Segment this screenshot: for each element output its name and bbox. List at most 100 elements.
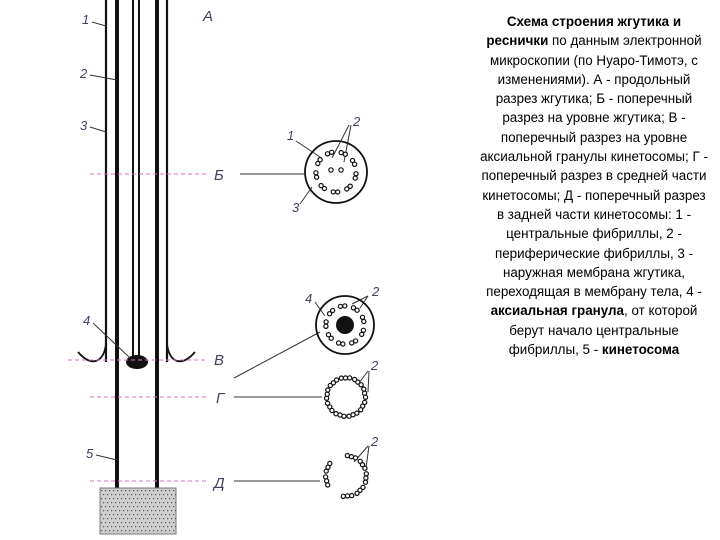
hatch-dot <box>161 506 163 508</box>
caption-term-axial-granule: аксиальная гранула <box>490 303 624 319</box>
hatch-dot <box>159 518 161 520</box>
hatch-dot <box>123 510 125 512</box>
leader-lines <box>89 21 370 482</box>
hatch-dot <box>175 494 177 496</box>
hatch-dot <box>165 514 167 516</box>
hatch-dot <box>149 530 151 532</box>
peripheral-fibril-triplet <box>333 377 340 383</box>
hatch-dot <box>145 530 147 532</box>
hatch-dot <box>171 494 173 496</box>
hatch-dot <box>145 498 147 500</box>
hatch-dot <box>159 526 161 528</box>
peripheral-fibril <box>347 183 353 189</box>
hatch-dot <box>161 530 163 532</box>
peripheral-fibril-triplet <box>340 493 346 499</box>
hatch-dot <box>121 498 123 500</box>
hatch-dot <box>121 506 123 508</box>
hatch-dot <box>169 514 171 516</box>
figure-caption: Схема строения жгутика и реснички по дан… <box>478 12 710 359</box>
peripheral-fibril-triplet <box>361 386 367 392</box>
hatch-dot <box>145 506 147 508</box>
hatch-dot <box>155 526 157 528</box>
hatch-dot <box>107 510 109 512</box>
peripheral-fibril <box>313 170 319 176</box>
hatch-dot <box>129 498 131 500</box>
hatch-dot <box>127 494 129 496</box>
part-number-3: 3 <box>292 200 300 215</box>
hatch-dot <box>109 506 111 508</box>
hatch-dot <box>101 498 103 500</box>
hatch-dot <box>139 526 141 528</box>
hatch-dot <box>117 530 119 532</box>
hatch-dot <box>123 494 125 496</box>
part-number-3: 3 <box>80 118 88 133</box>
hatch-dot <box>153 514 155 516</box>
hatch-dot <box>135 502 137 504</box>
hatch-dot <box>145 490 147 492</box>
hatch-dot <box>113 530 115 532</box>
hatch-dot <box>157 490 159 492</box>
hatch-dot <box>151 494 153 496</box>
part-number-2: 2 <box>352 114 361 129</box>
hatch-dot <box>103 526 105 528</box>
hatch-dot <box>139 494 141 496</box>
hatch-dot <box>141 514 143 516</box>
peripheral-fibril <box>328 335 334 341</box>
hatch-dot <box>119 502 121 504</box>
peripheral-fibril <box>359 314 366 320</box>
hatch-dot <box>141 498 143 500</box>
caption-text-2: , от которой берут начало центральные фи… <box>508 303 698 358</box>
hatch-dot <box>113 498 115 500</box>
hatch-dot <box>175 518 177 520</box>
peripheral-fibril <box>350 305 357 311</box>
hatch-dot <box>109 490 111 492</box>
hatch-dot <box>173 514 175 516</box>
hatch-dot <box>101 506 103 508</box>
hatch-dot <box>113 506 115 508</box>
peripheral-fibril-triplet <box>359 462 366 468</box>
section-v-axial-granule <box>336 316 354 334</box>
hatch-dot <box>149 514 151 516</box>
hatch-dot <box>119 526 121 528</box>
hatch-dot <box>113 522 115 524</box>
peripheral-fibril-triplet <box>325 387 331 393</box>
part-number-2: 2 <box>370 358 379 373</box>
part-number-1: 1 <box>82 12 89 27</box>
axial-granule <box>126 355 148 369</box>
hatch-dot <box>169 506 171 508</box>
peripheral-fibril <box>342 303 348 309</box>
hatch-dot <box>165 506 167 508</box>
hatch-dot <box>137 522 139 524</box>
hatch-dot <box>149 498 151 500</box>
hatch-dot <box>115 502 117 504</box>
hatch-dot <box>133 498 135 500</box>
hatch-dot <box>133 506 135 508</box>
hatch-dot <box>171 510 173 512</box>
peripheral-fibril <box>335 340 342 346</box>
hatch-dot <box>129 522 131 524</box>
hatch-dot <box>137 506 139 508</box>
body-membrane-left <box>77 343 107 363</box>
peripheral-fibril <box>340 341 346 347</box>
part-number-2: 2 <box>370 434 379 449</box>
peripheral-fibril-triplet <box>324 391 330 397</box>
hatch-dot <box>157 506 159 508</box>
hatch-dot <box>113 514 115 516</box>
peripheral-fibril-triplet <box>362 465 368 471</box>
hatch-dot <box>127 510 129 512</box>
peripheral-fibril-triplet <box>357 487 363 493</box>
hatch-dot <box>167 494 169 496</box>
hatch-dot <box>105 506 107 508</box>
hatch-dot <box>155 494 157 496</box>
peripheral-fibril-triplet <box>352 455 359 461</box>
part-number-5: 5 <box>86 446 94 461</box>
hatch-dot <box>135 526 137 528</box>
hatch-dot <box>165 530 167 532</box>
hatch-dot <box>153 522 155 524</box>
hatch-dot <box>103 502 105 504</box>
hatch-dot <box>109 514 111 516</box>
hatch-dot <box>141 490 143 492</box>
section-label-b: Б <box>214 167 224 184</box>
hatch-dot <box>169 530 171 532</box>
hatch-dot <box>147 494 149 496</box>
